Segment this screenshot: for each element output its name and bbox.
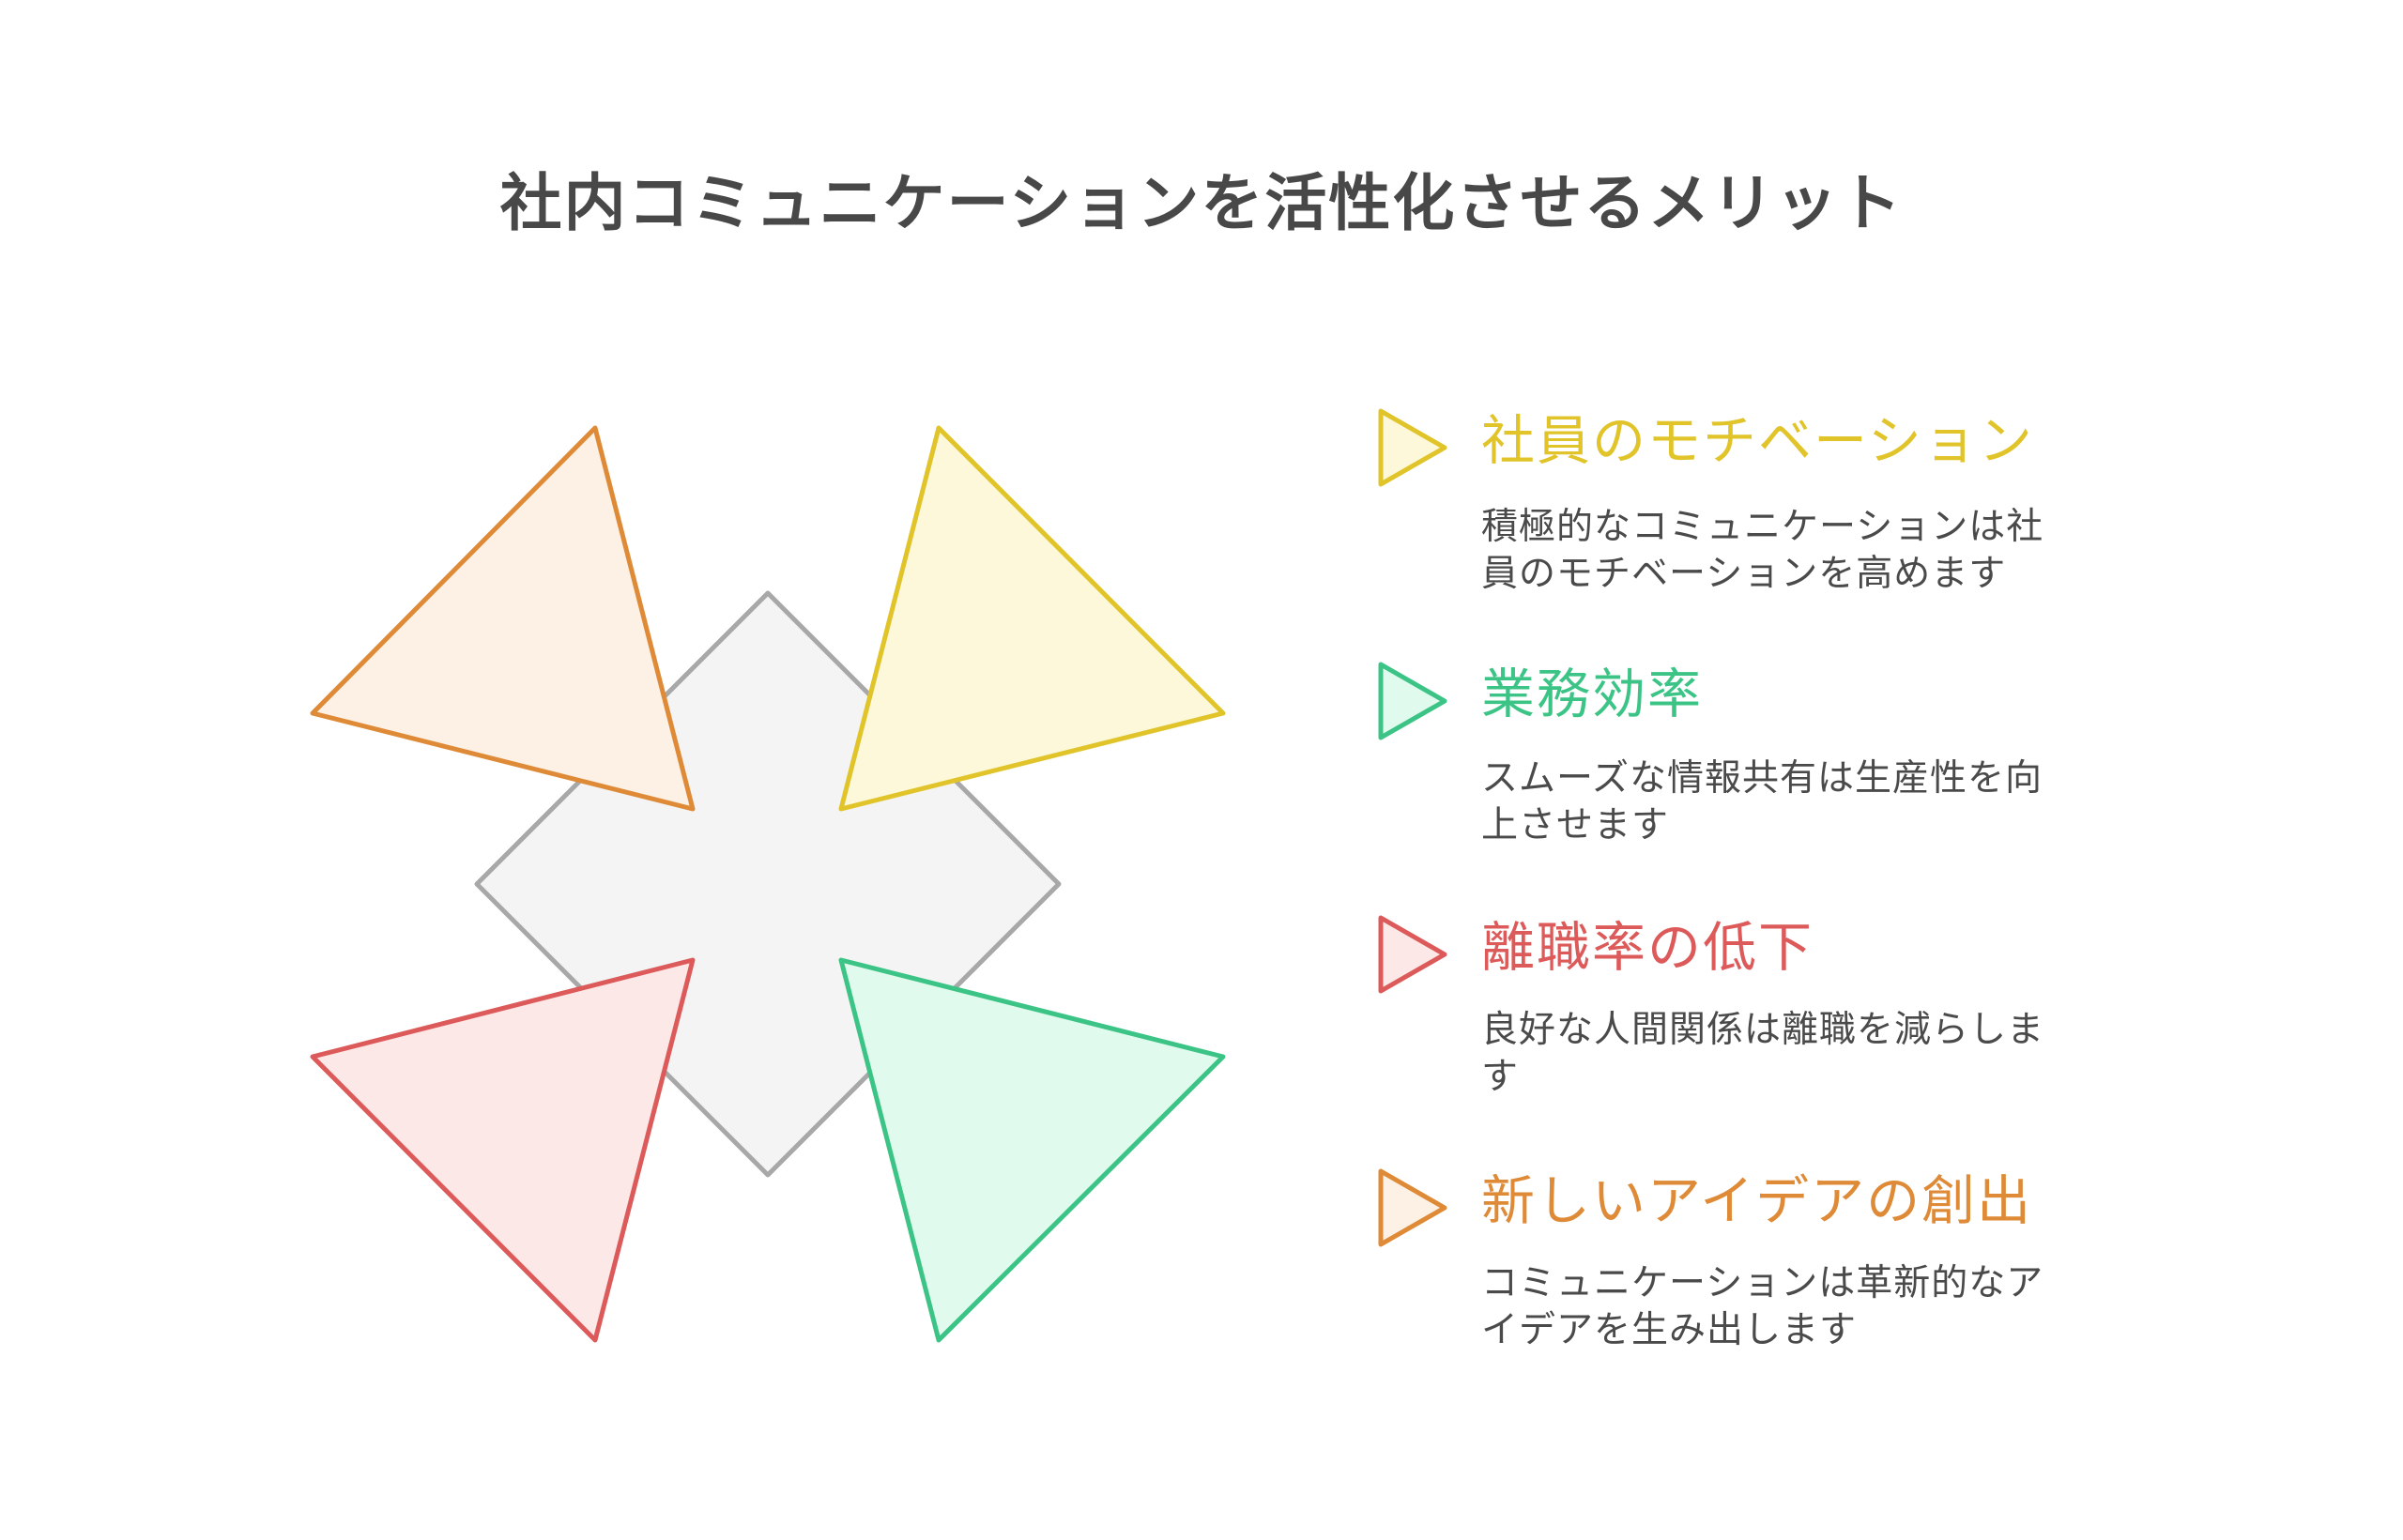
description-line: 積極的なコミュニケーションは社: [1481, 506, 2044, 548]
triangle-orange: [310, 425, 696, 812]
triangle-marker-icon: [1378, 915, 1447, 994]
item-description-ideas: コミュニケーションは革新的なア イデアを生み出します: [1481, 1260, 2101, 1354]
triangle-marker-icon: [1378, 662, 1447, 740]
item-description-turnover: 良好な人間関係は離職を減らしま す: [1481, 1007, 2101, 1101]
description-line: 良好な人間関係は離職を減らしま: [1481, 1009, 2045, 1051]
triangle-green: [838, 957, 1226, 1343]
item-heading-efficiency: 業務効率: [1481, 663, 1703, 725]
description-line: スムーズな情報共有は生産性を向: [1481, 757, 2043, 800]
item-description-motivation: 積極的なコミュニケーションは社 員のモチベーションを高めます: [1481, 504, 2101, 598]
triangle-marker-icon: [1378, 408, 1447, 487]
description-line: イデアを生み出します: [1481, 1309, 1858, 1351]
triangle-yellow: [838, 425, 1226, 812]
description-line: コミュニケーションは革新的なア: [1481, 1262, 2044, 1304]
description-line: 上させます: [1481, 804, 1670, 846]
triangle-marker-icon: [1378, 1168, 1447, 1247]
page-title: 社内コミュニケーションを活性化させるメリット: [499, 167, 1904, 239]
description-line: 員のモチベーションを高めます: [1481, 553, 2007, 595]
item-heading-ideas: 新しいアイデアの創出: [1481, 1170, 2033, 1232]
triangle-red: [310, 957, 696, 1343]
item-heading-turnover: 離職率の低下: [1481, 917, 1814, 979]
description-line: す: [1481, 1056, 1520, 1098]
item-heading-motivation: 社員のモチベーション: [1481, 410, 2034, 472]
item-description-efficiency: スムーズな情報共有は生産性を向 上させます: [1481, 755, 2101, 849]
